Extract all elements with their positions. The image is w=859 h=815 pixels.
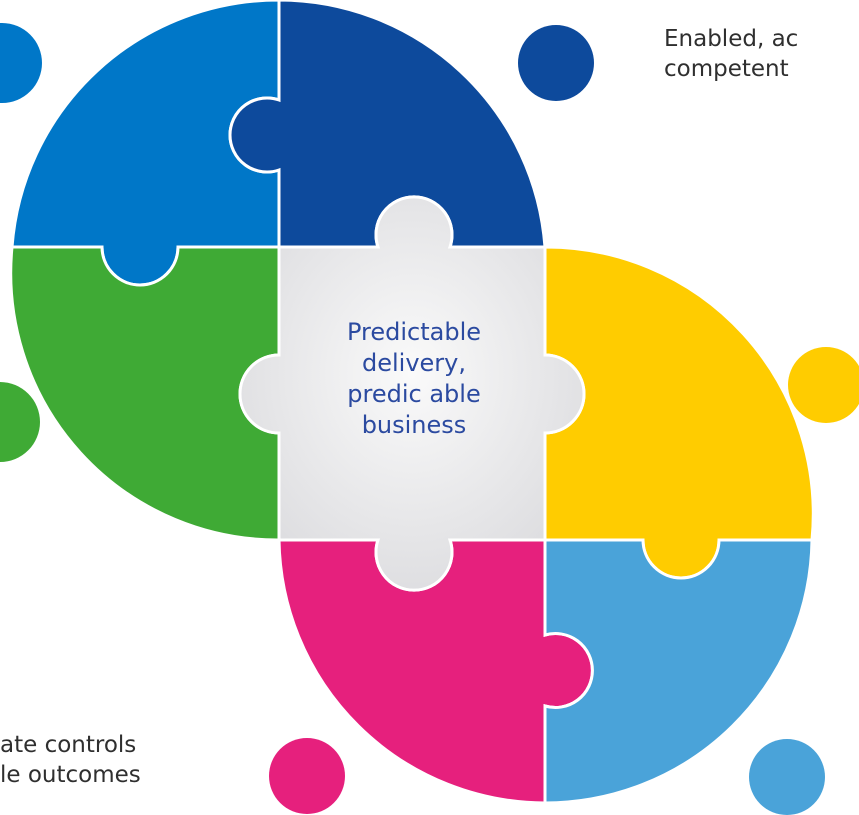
center-label-line-1: Predictable — [346, 318, 482, 346]
caption-bottom-left-line-2: le outcomes — [0, 762, 141, 788]
bullet-yellow — [788, 347, 859, 423]
center-label-line-3: predic able — [347, 380, 481, 408]
caption-top-right-line-1: Enabled, ac — [664, 26, 799, 52]
bullet-green — [0, 382, 40, 462]
caption-bottom-left-line-1: ate controls — [0, 732, 137, 758]
caption-top-right: Enabled, ac competent — [664, 24, 798, 84]
puzzle-piece-center — [238, 195, 586, 592]
bullet-blue — [0, 23, 42, 103]
puzzle-piece-light-blue — [543, 538, 814, 805]
bullet-dark-blue — [518, 25, 594, 101]
center-label-line-2: delivery, — [361, 349, 466, 377]
center-label: Predictable delivery, predic able busine… — [300, 317, 528, 441]
bullet-light-blue — [749, 739, 825, 815]
bullet-magenta — [269, 738, 345, 814]
puzzle-piece-yellow — [543, 245, 815, 580]
center-label-line-4: business — [361, 411, 467, 439]
caption-bottom-left: ate controls le outcomes — [0, 730, 141, 790]
caption-top-right-line-2: competent — [664, 56, 789, 82]
